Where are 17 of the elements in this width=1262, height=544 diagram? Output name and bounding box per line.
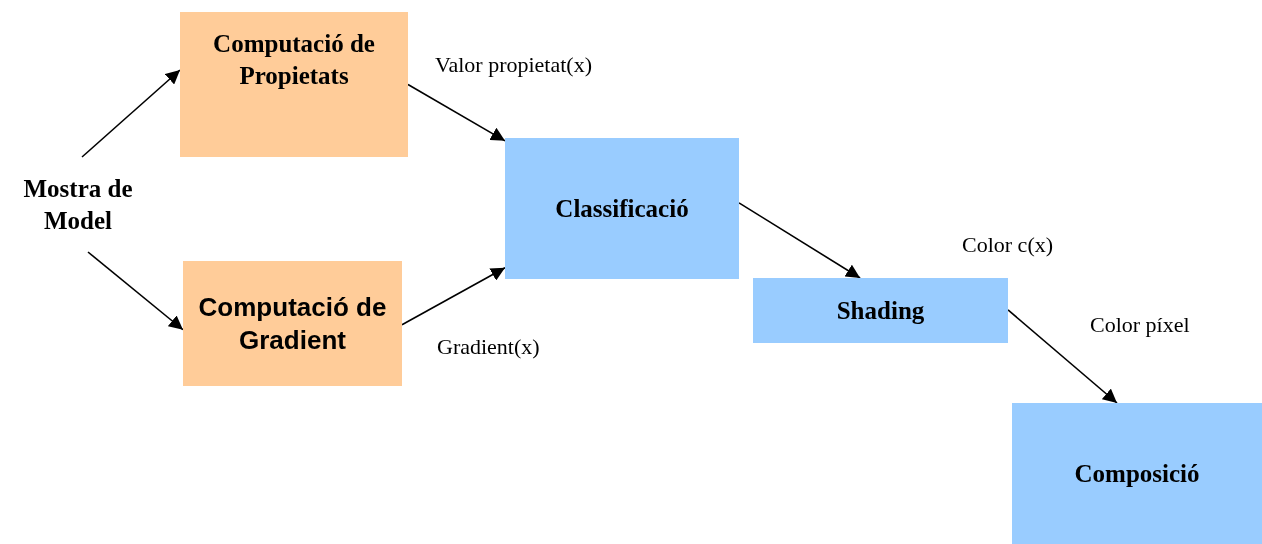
node-label: Mostra de Model	[22, 174, 134, 236]
arrow	[1007, 309, 1118, 404]
arrow	[81, 69, 181, 158]
process-box	[1012, 403, 1262, 544]
box-label: Classificació	[555, 193, 689, 224]
arrow	[407, 83, 506, 142]
arrow	[87, 251, 184, 331]
arrow	[401, 266, 506, 326]
process-box	[183, 261, 402, 386]
process-box	[180, 12, 408, 157]
box-label: Computació de Gradient	[197, 291, 388, 356]
box-label: Shading	[836, 295, 925, 326]
process-box	[753, 278, 1008, 343]
box-label: Computació de Propietats	[212, 29, 376, 91]
process-box	[505, 138, 739, 279]
arrow	[738, 202, 861, 279]
box-label: Composició	[1074, 458, 1200, 489]
